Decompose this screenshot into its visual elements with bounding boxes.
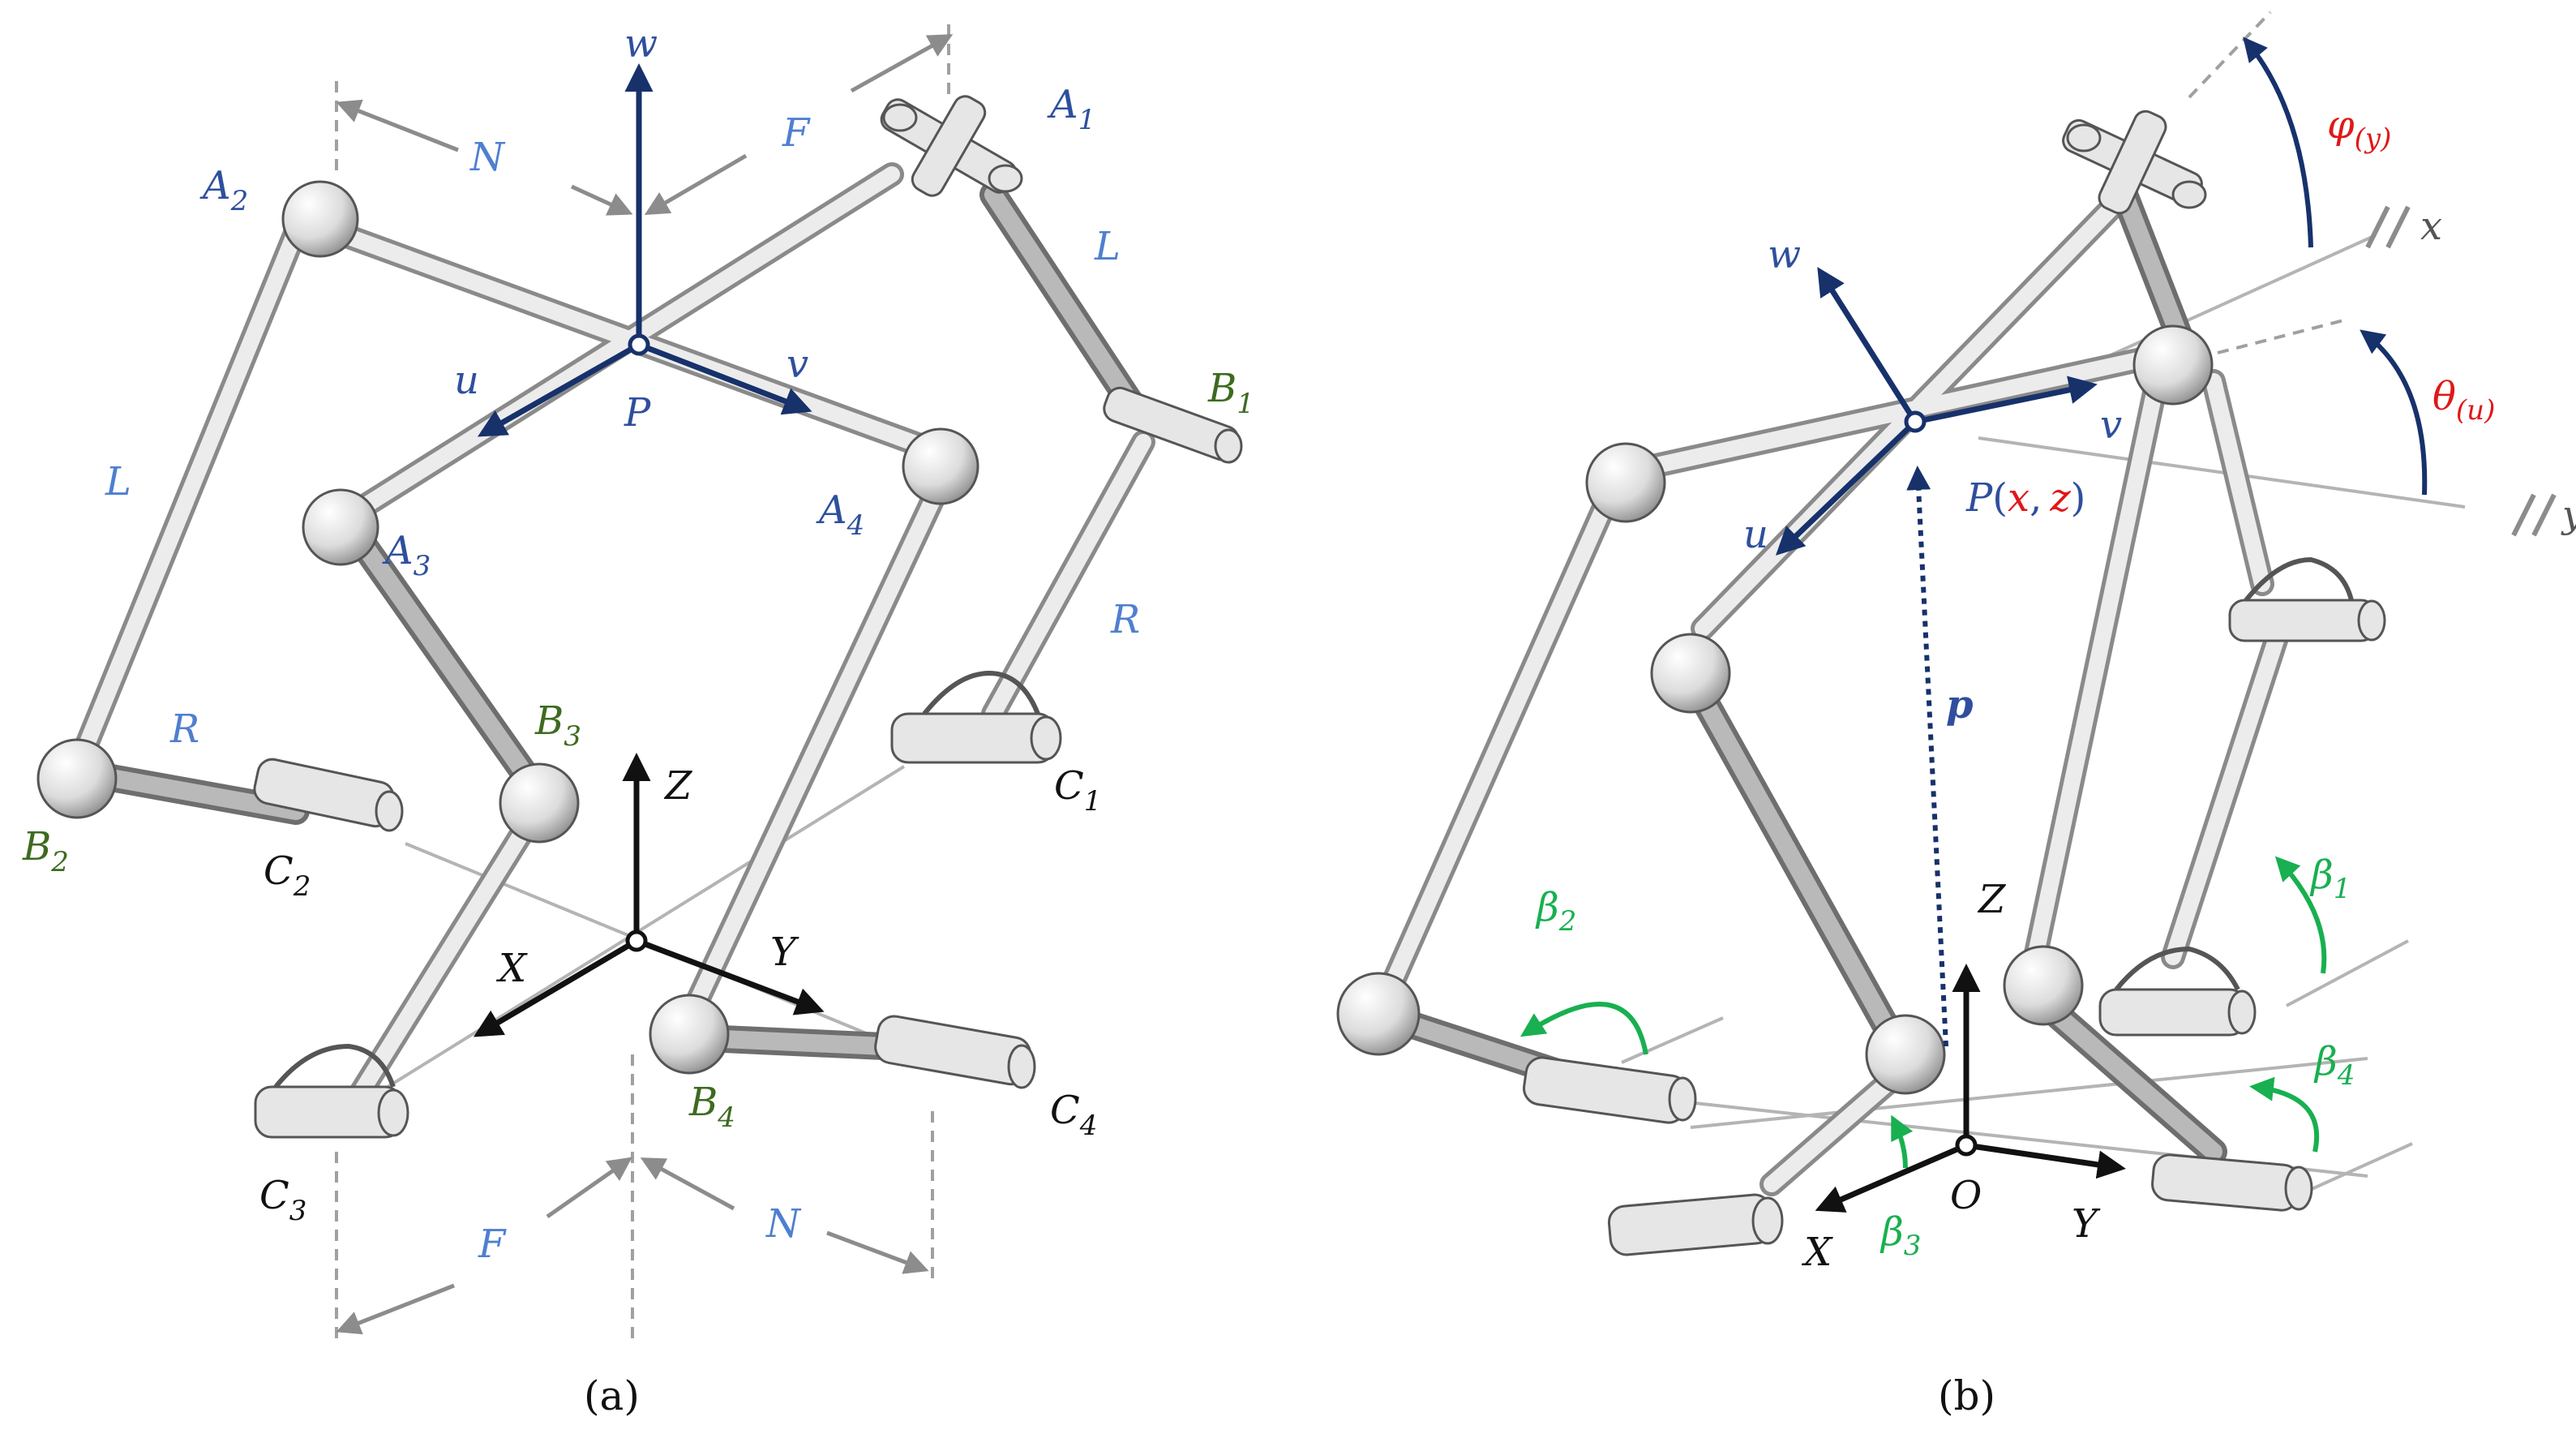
label-P-a: P: [624, 390, 651, 436]
label-C4: C4: [1050, 1088, 1097, 1142]
joint-ball-b-3: [2132, 324, 2214, 406]
joint-ball-A3: [302, 488, 379, 566]
dim-F-top: F: [782, 110, 811, 156]
links-a: [69, 162, 1155, 1111]
label-beta4: β4: [2313, 1039, 2355, 1092]
joint-ball-A4: [902, 427, 979, 505]
label-C1: C1: [1054, 763, 1101, 818]
label-B2: B2: [22, 824, 69, 878]
label-Y-a: Y: [770, 930, 799, 975]
joint-hardware-b: [1523, 109, 2386, 1256]
joint-hardware-a: [253, 95, 1243, 1139]
point-P-marker: [628, 333, 650, 356]
label-u-a: u: [454, 358, 479, 403]
label-A3: A3: [382, 528, 431, 582]
moving-frame-a: [477, 63, 812, 437]
labels-b: w u v P(x,z) p φ(y) θ(u) x y β1 β2 β3 β4…: [1535, 102, 2576, 1275]
label-w-a: w: [624, 21, 658, 67]
position-vector-p: [1906, 466, 1948, 1047]
label-Z-a: Z: [663, 763, 693, 809]
dim-R-right: R: [1110, 597, 1140, 642]
joint-ball-b-6: [2003, 945, 2084, 1026]
label-vector-p: p: [1946, 682, 1974, 728]
label-theta: θ(u): [2432, 374, 2495, 427]
joint-ball-b-5: [1865, 1014, 1946, 1095]
label-Y-b: Y: [2072, 1201, 2101, 1247]
label-w-b: w: [1768, 232, 1801, 277]
reference-dashes-b: [2188, 11, 2344, 354]
joint-ball-B3: [499, 762, 580, 844]
label-C3: C3: [259, 1173, 306, 1227]
joint-front-base-b: [1607, 1193, 1784, 1256]
panel-a: w u v P N F L L R R F N Z X Y A1 A2 A3 A…: [22, 21, 1254, 1419]
label-B4: B4: [688, 1080, 735, 1134]
joint-ball-B2: [36, 738, 118, 819]
panel-b: w u v P(x,z) p φ(y) θ(u) x y β1 β2 β3 β4…: [1336, 11, 2576, 1419]
origin-marker-b: [1955, 1134, 1978, 1157]
joint-ball-b-1: [1585, 442, 1666, 523]
dim-N-top: N: [469, 135, 506, 180]
joint-A1-cross: [880, 95, 1023, 197]
dim-R-left: R: [169, 706, 199, 752]
joint-C1-bracket: [890, 670, 1062, 764]
label-A2: A2: [199, 163, 248, 217]
caption-a: (a): [584, 1372, 640, 1419]
label-beta3: β3: [1879, 1209, 1921, 1262]
base-frame-b: [1815, 964, 2126, 1213]
joint-ball-b-2: [1650, 633, 1731, 714]
dimension-arrows-a: [336, 34, 954, 1335]
label-X-b: X: [1801, 1230, 1833, 1275]
label-P-xz: P(x,z): [1965, 475, 2085, 521]
joint-left-base-b: [1523, 1056, 1697, 1124]
dim-N-bottom: N: [765, 1201, 802, 1247]
label-C2: C2: [264, 848, 311, 903]
label-u-b: u: [1743, 512, 1768, 557]
label-beta2: β2: [1535, 885, 1576, 938]
point-P-marker-b: [1904, 410, 1927, 433]
joint-C2-bracket: [253, 758, 404, 832]
dim-L-right: L: [1094, 224, 1121, 269]
axis-marks-b: [2365, 205, 2557, 537]
label-axis-y-ref: y: [2561, 492, 2576, 536]
angle-arcs-navy-b: [2243, 36, 2428, 496]
label-A1: A1: [1047, 82, 1095, 136]
label-axis-x-ref: x: [2420, 204, 2442, 249]
ball-joints-a: [36, 180, 979, 1075]
joint-C4-bracket: [874, 1015, 1036, 1089]
label-v-a: v: [787, 341, 808, 387]
links-b: [1370, 181, 2291, 1196]
label-O-b: O: [1950, 1173, 1982, 1218]
label-A4: A4: [816, 487, 864, 542]
label-beta1: β1: [2309, 852, 2351, 905]
joint-top-cross-b: [2062, 109, 2207, 215]
joint-ball-B4: [649, 994, 730, 1075]
joint-B1-clevis: [1103, 386, 1243, 464]
origin-marker-a: [625, 930, 648, 952]
label-B1: B1: [1207, 366, 1254, 420]
angle-arcs-green-b: [1519, 856, 2327, 1169]
label-v-b: v: [2100, 402, 2122, 448]
dim-L-left: L: [105, 459, 131, 504]
label-phi: φ(y): [2327, 102, 2391, 155]
dim-F-bottom: F: [478, 1221, 507, 1267]
joint-ball-b-4: [1336, 972, 1421, 1056]
label-Z-b: Z: [1977, 877, 2007, 922]
moving-frame-b: [1775, 267, 2098, 1047]
caption-b: (b): [1938, 1372, 1995, 1419]
joint-C3-bracket: [254, 1043, 409, 1139]
labels-a: w u v P N F L L R R F N Z X Y A1 A2 A3 A…: [22, 21, 1254, 1267]
label-B3: B3: [534, 698, 581, 753]
joint-ball-A2: [281, 180, 359, 258]
joint-right-base-b: [2098, 946, 2257, 1037]
base-frame-a: [473, 753, 825, 1037]
joint-right-front-base-b: [2151, 1153, 2313, 1212]
ball-joints-b: [1336, 324, 2214, 1095]
joint-right-upper-b: [2228, 556, 2386, 642]
label-X-a: X: [495, 946, 528, 991]
